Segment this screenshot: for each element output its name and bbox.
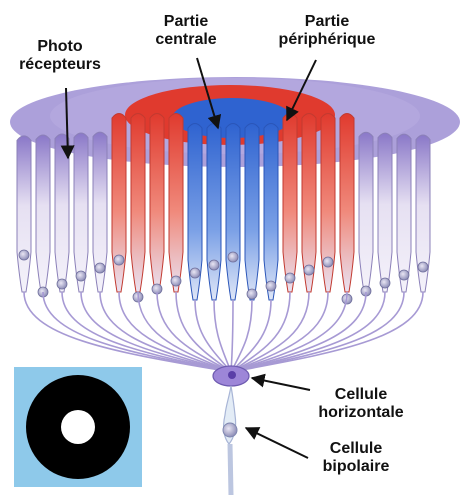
photoreceptor-nucleus (76, 271, 86, 281)
receptor-fiber (24, 292, 231, 372)
photoreceptor-column (340, 114, 354, 293)
photoreceptor-nucleus (19, 250, 29, 260)
receptor-fiber (62, 292, 231, 372)
photoreceptor-column (131, 114, 145, 293)
photoreceptor-column (17, 136, 31, 292)
photoreceptor-nucleus (247, 289, 257, 299)
photoreceptor-column (264, 124, 278, 301)
photoreceptor-nucleus (304, 265, 314, 275)
photoreceptor-nucleus (380, 278, 390, 288)
peripheral-part-label-line1: Partie (262, 13, 392, 31)
central-part-label-line2: centrale (138, 31, 234, 49)
photoreceptor-column (55, 134, 69, 292)
photoreceptor-column (150, 114, 164, 293)
photoreceptor-nucleus (266, 281, 276, 291)
photoreceptor-nucleus (171, 276, 181, 286)
bipolar-cell (223, 386, 237, 495)
photoreceptor-nucleus (114, 255, 124, 265)
photoreceptors-label-line2: récepteurs (8, 56, 112, 74)
central-part-label-line1: Partie (138, 13, 234, 31)
central-part-label: Partie centrale (138, 13, 234, 49)
receptor-fiber (231, 300, 233, 372)
photoreceptor-nucleus (323, 257, 333, 267)
bipolar-cell-label-line2: bipolaire (306, 458, 406, 476)
photoreceptors-label-line1: Photo (8, 38, 112, 56)
photoreceptor-nucleus (190, 268, 200, 278)
horizontal-cell-label-line2: horizontale (306, 404, 416, 422)
connecting-fibers (24, 292, 423, 372)
photoreceptor-column (36, 135, 50, 292)
photoreceptor-column (207, 124, 221, 301)
horizontal-cell-label: Cellule horizontale (306, 386, 416, 422)
photoreceptor-column (397, 134, 411, 292)
photoreceptor-column (169, 114, 183, 293)
receptive-field-inset (14, 367, 142, 487)
photoreceptor-column (378, 133, 392, 292)
photoreceptor-nucleus (209, 260, 219, 270)
bipolar-cell-label: Cellule bipolaire (306, 440, 406, 476)
photoreceptor-column (245, 124, 259, 301)
peripheral-part-label: Partie périphérique (262, 13, 392, 49)
photoreceptor-column (74, 133, 88, 292)
horizontal-cell-pointer (252, 378, 310, 390)
bipolar-cell-label-line1: Cellule (306, 440, 406, 458)
photoreceptor-nucleus (57, 279, 67, 289)
photoreceptor-nucleus (285, 273, 295, 283)
photoreceptor-nucleus (95, 263, 105, 273)
receptor-fiber (231, 292, 404, 372)
horizontal-cell-label-line1: Cellule (306, 386, 416, 404)
peripheral-part-label-line2: périphérique (262, 31, 392, 49)
photoreceptor-column (283, 114, 297, 293)
photoreceptor-column (226, 124, 240, 301)
photoreceptor-nucleus (418, 262, 428, 272)
photoreceptor-nucleus (399, 270, 409, 280)
photoreceptors-label: Photo récepteurs (8, 38, 112, 74)
bipolar-cell-pointer (246, 428, 308, 458)
photoreceptor-nucleus (228, 252, 238, 262)
photoreceptor-column (359, 132, 373, 292)
horizontal-cell (213, 366, 249, 386)
